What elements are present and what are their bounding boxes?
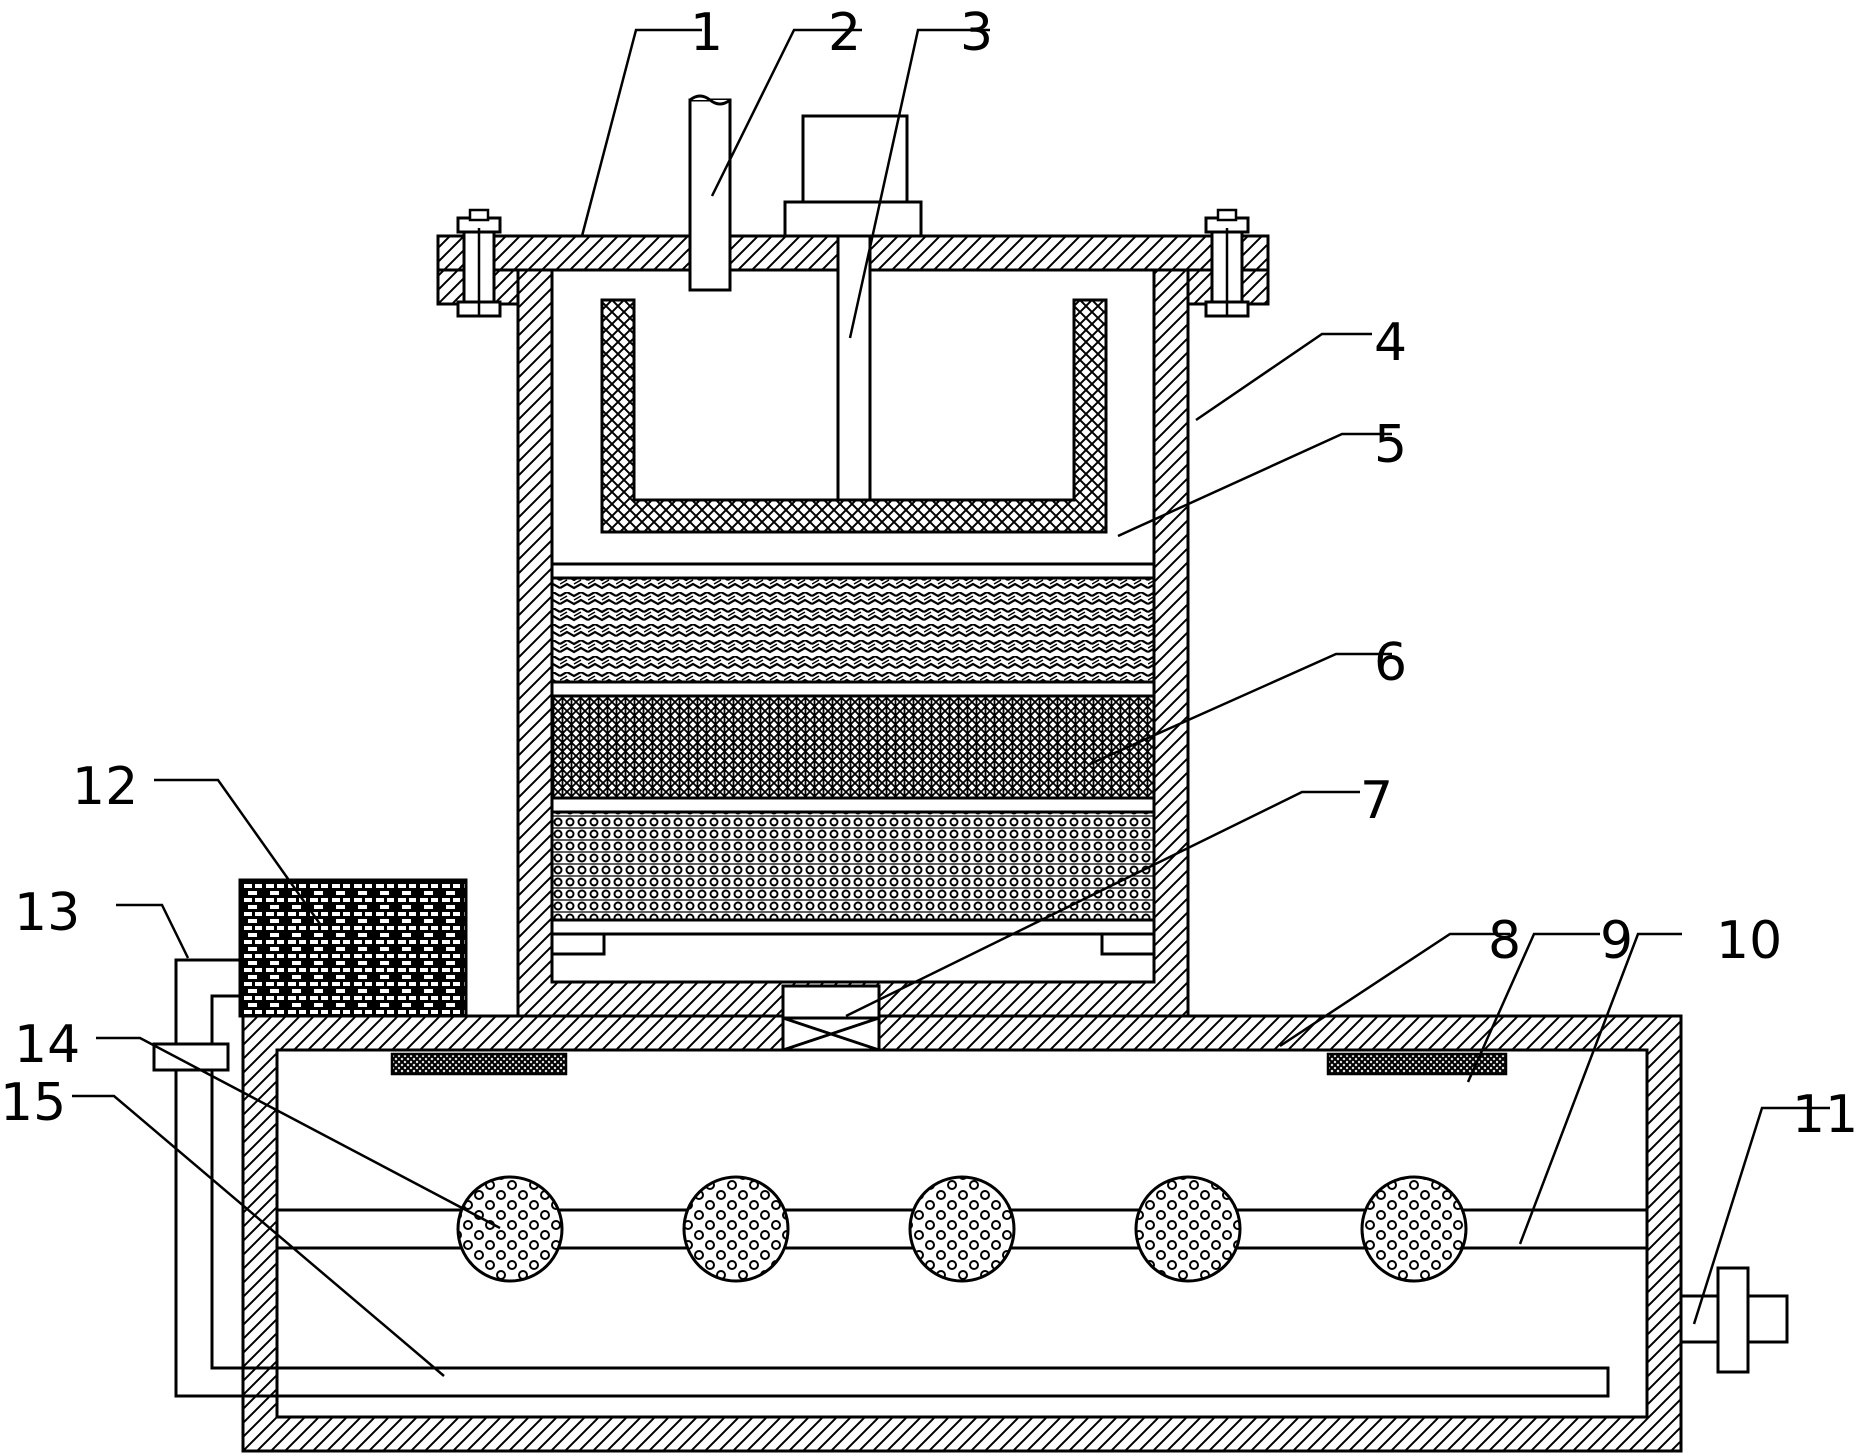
perforated-ball-3 <box>908 1175 1016 1283</box>
outlet-valve <box>1679 1266 1789 1374</box>
label-4: 4 <box>1374 313 1407 373</box>
valve <box>781 984 881 1052</box>
perforated-ball-4 <box>1134 1175 1242 1283</box>
perforated-ball-1 <box>456 1175 564 1283</box>
label-11: 11 <box>1792 1085 1858 1145</box>
perforated-ball-2 <box>682 1175 790 1283</box>
label-9: 9 <box>1600 911 1633 971</box>
label-15: 15 <box>0 1073 66 1133</box>
lower-tank <box>241 1014 1683 1453</box>
label-8: 8 <box>1488 911 1521 971</box>
label-2: 2 <box>828 3 861 63</box>
perforated-balls <box>456 1175 1468 1283</box>
inlet-pipe <box>688 94 732 292</box>
bolt-left <box>456 208 502 318</box>
label-14: 14 <box>14 1015 80 1075</box>
label-3: 3 <box>960 3 993 63</box>
label-7: 7 <box>1360 771 1393 831</box>
part-labels: 1 2 3 4 5 6 7 8 9 10 11 12 13 14 15 <box>0 3 1858 1145</box>
support-plate <box>550 562 1156 580</box>
bolt-right <box>1204 208 1250 318</box>
label-5: 5 <box>1374 415 1407 475</box>
filter-layers <box>550 576 1156 956</box>
label-13: 13 <box>14 883 80 943</box>
circulation-pipe <box>152 958 1610 1398</box>
heating-strip-right <box>1326 1052 1508 1076</box>
label-6: 6 <box>1374 633 1407 693</box>
label-1: 1 <box>690 3 723 63</box>
label-12: 12 <box>72 757 138 817</box>
perforated-ball-5 <box>1360 1175 1468 1283</box>
motor <box>783 114 923 502</box>
heating-strip-left <box>390 1052 568 1076</box>
pump-box <box>238 878 468 1018</box>
label-10: 10 <box>1716 911 1782 971</box>
stirring-basket <box>600 298 1108 534</box>
leader-lines <box>72 28 1830 1377</box>
